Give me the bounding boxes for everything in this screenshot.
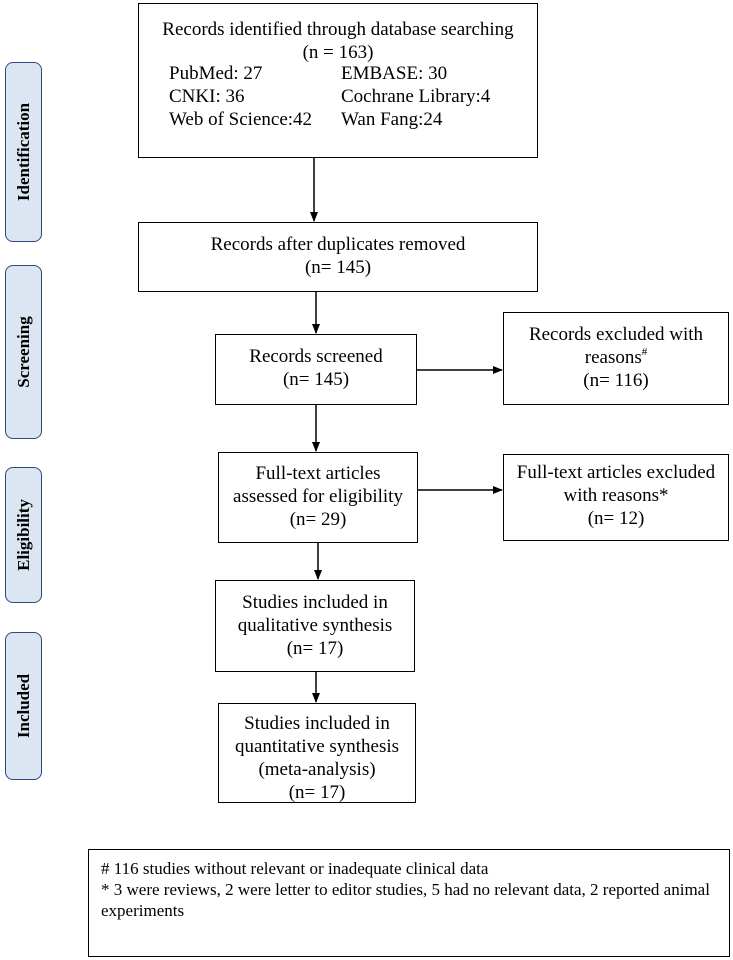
database-row: Web of Science:42 Wan Fang:24: [169, 108, 529, 131]
footnote-hash: # 116 studies without relevant or inadeq…: [101, 859, 489, 878]
quantitative-line3: (meta-analysis): [258, 759, 376, 780]
quantitative-line2: quantitative synthesis: [234, 736, 400, 757]
fulltext-assessed-box: Full-text articles assessed for eligibil…: [218, 452, 418, 543]
stage-screening: Screening: [5, 265, 42, 439]
records-excluded-reasons-text: reasons: [584, 347, 642, 368]
database-cnki: CNKI: 36: [169, 86, 245, 107]
records-identified-count: (n = 163): [302, 42, 374, 63]
records-excluded-box: Records excluded with reasons# (n= 116): [503, 312, 729, 405]
records-identified-title: Records identified through database sear…: [162, 19, 514, 40]
fulltext-assessed-count: (n= 29): [289, 509, 347, 530]
database-embase: EMBASE: 30: [341, 63, 448, 84]
qualitative-synthesis-box: Studies included in qualitative synthesi…: [215, 580, 415, 672]
stage-eligibility-label: Eligibility: [13, 499, 33, 571]
duplicates-removed-box: Records after duplicates removed (n= 145…: [138, 222, 538, 292]
database-list: PubMed: 27 EMBASE: 30 CNKI: 36 Cochrane …: [169, 62, 529, 131]
stage-included-label: Included: [13, 673, 33, 739]
database-wan-fang: Wan Fang:24: [341, 109, 443, 130]
stage-eligibility: Eligibility: [5, 467, 42, 603]
fulltext-excluded-count: (n= 12): [587, 508, 645, 529]
duplicates-removed-count: (n= 145): [304, 257, 372, 278]
fulltext-assessed-line2: assessed for eligibility: [233, 486, 403, 507]
footnote-asterisk: * 3 were reviews, 2 were letter to edito…: [101, 880, 710, 920]
quantitative-synthesis-box: Studies included in quantitative synthes…: [218, 703, 416, 803]
fulltext-excluded-line2: with reasons*: [563, 485, 669, 506]
stage-screening-label: Screening: [13, 316, 33, 388]
records-excluded-reasons: reasons#: [504, 346, 728, 369]
quantitative-line1: Studies included in: [244, 713, 390, 734]
stage-identification: Identification: [5, 62, 42, 242]
records-excluded-count: (n= 116): [583, 370, 649, 391]
quantitative-count: (n= 17): [288, 782, 346, 803]
fulltext-assessed-line1: Full-text articles: [255, 463, 381, 484]
database-row: PubMed: 27 EMBASE: 30: [169, 62, 529, 85]
records-excluded-footnote-mark: #: [641, 346, 648, 358]
footnotes-box: # 116 studies without relevant or inadeq…: [88, 849, 730, 957]
database-cochrane: Cochrane Library:4: [341, 86, 491, 107]
qualitative-line2: qualitative synthesis: [237, 615, 393, 636]
stage-included: Included: [5, 632, 42, 780]
records-screened-box: Records screened (n= 145): [215, 334, 417, 405]
fulltext-excluded-box: Full-text articles excluded with reasons…: [503, 454, 729, 541]
qualitative-count: (n= 17): [286, 638, 344, 659]
fulltext-excluded-line1: Full-text articles excluded: [516, 462, 716, 483]
records-screened-label: Records screened: [249, 346, 383, 367]
database-row: CNKI: 36 Cochrane Library:4: [169, 85, 529, 108]
duplicates-removed-label: Records after duplicates removed: [210, 234, 466, 255]
records-identified-box: Records identified through database sear…: [138, 3, 538, 158]
records-screened-count: (n= 145): [282, 369, 350, 390]
database-pubmed: PubMed: 27: [169, 63, 263, 84]
stage-identification-label: Identification: [13, 102, 33, 202]
qualitative-line1: Studies included in: [242, 592, 388, 613]
records-excluded-label: Records excluded with: [528, 324, 704, 345]
database-web-of-science: Web of Science:42: [169, 109, 313, 130]
